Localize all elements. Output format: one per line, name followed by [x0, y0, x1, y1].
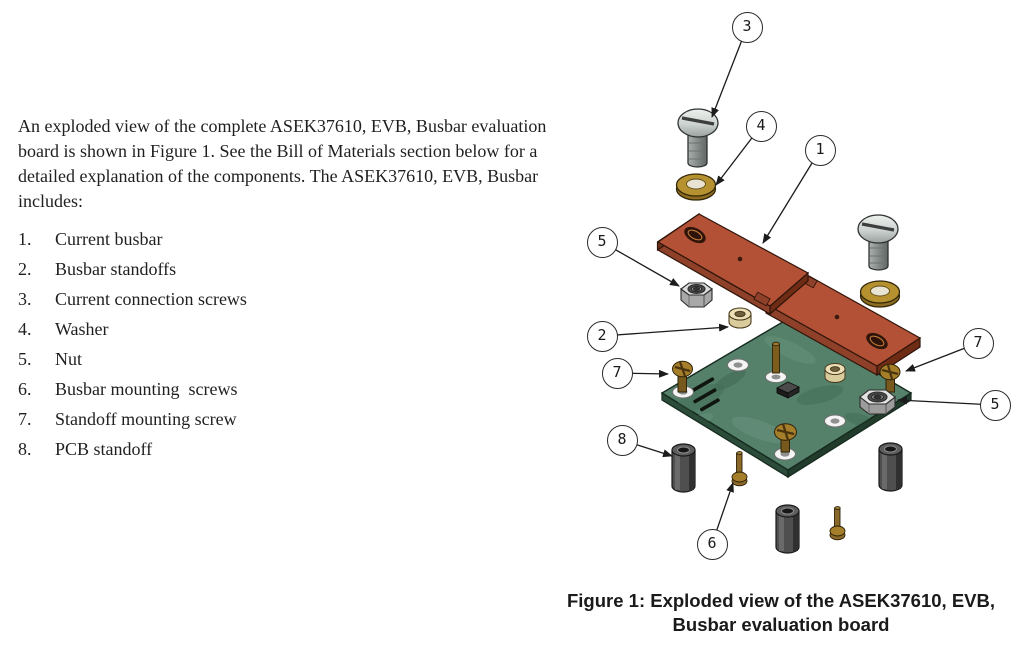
- list-item: 5. Nut: [18, 344, 438, 374]
- list-item-number: 1.: [18, 229, 32, 249]
- list-item: 6. Busbar mounting screws: [18, 374, 438, 404]
- standoff-mounting-screw-left: [672, 360, 693, 393]
- busbar-standoff-free: [728, 307, 752, 329]
- current-busbar: [656, 212, 922, 377]
- current-connection-screw-left: [677, 108, 719, 168]
- list-item-label: Busbar standoffs: [55, 259, 177, 279]
- pcb-standoff-bottom: [775, 504, 800, 554]
- list-item: 7. Standoff mounting screw: [18, 404, 438, 434]
- figure-caption: Figure 1: Exploded view of the ASEK37610…: [566, 590, 995, 635]
- callout-7-left: 7: [601, 357, 633, 389]
- list-item-number: 3.: [18, 289, 32, 309]
- callout-4: 4: [745, 110, 777, 142]
- list-item-label: Current busbar: [55, 229, 163, 249]
- list-item: 1. Current busbar: [18, 224, 438, 254]
- leader-line-5-right: [897, 396, 996, 406]
- list-item-number: 6.: [18, 379, 32, 399]
- pcb-pads: [672, 358, 846, 461]
- list-item-label: PCB standoff: [55, 439, 153, 459]
- standoff-mounting-screw-right: [879, 363, 901, 393]
- callout-7-right: 7: [962, 327, 994, 359]
- busbar-left-half: [656, 212, 810, 316]
- list-item: 3. Current connection screws: [18, 284, 438, 314]
- busbar-standoff-post: [772, 341, 780, 374]
- busbar-mounting-screw-left: [731, 451, 748, 487]
- callout-5-left: 5: [586, 226, 618, 258]
- leader-line-2: [601, 323, 729, 337]
- list-item-label: Washer: [55, 319, 109, 339]
- intro-paragraph: An exploded view of the complete ASEK376…: [18, 116, 547, 211]
- callout-8: 8: [606, 424, 638, 456]
- list-item-number: 8.: [18, 439, 32, 459]
- callout-3: 3: [731, 11, 763, 43]
- list-item-number: 7.: [18, 409, 32, 429]
- nut-free: [680, 282, 713, 308]
- nut-on-pcb: [859, 389, 896, 415]
- pcb-silkscreen: [687, 377, 720, 412]
- current-connection-screw-right: [857, 214, 899, 271]
- leader-line-1: [762, 149, 821, 244]
- sensor-chip: [776, 381, 800, 399]
- callout-1: 1: [804, 134, 836, 166]
- list-item-number: 5.: [18, 349, 32, 369]
- parts-list: 1. Current busbar 2. Busbar standoffs 3.…: [18, 224, 438, 464]
- list-item-number: 4.: [18, 319, 32, 339]
- list-item: 4. Washer: [18, 314, 438, 344]
- callout-6: 6: [696, 528, 728, 560]
- list-item-number: 2.: [18, 259, 32, 279]
- callout-2: 2: [586, 320, 618, 352]
- list-item: 2. Busbar standoffs: [18, 254, 438, 284]
- list-item-label: Busbar mounting screws: [55, 379, 238, 399]
- pcb-standoff-right: [878, 442, 903, 492]
- busbar-standoff-on-pcb: [824, 363, 846, 383]
- list-item-label: Standoff mounting screw: [55, 409, 237, 429]
- washer-right: [859, 280, 901, 308]
- standoff-mounting-screw-bottom: [774, 423, 797, 453]
- washer-left: [675, 173, 717, 201]
- callout-5-right: 5: [979, 389, 1011, 421]
- busbar-mounting-screw-bottom: [829, 506, 846, 541]
- pcb-standoff-left: [671, 443, 696, 493]
- list-item-label: Nut: [55, 349, 82, 369]
- list-item: 8. PCB standoff: [18, 434, 438, 464]
- list-item-label: Current connection screws: [55, 289, 247, 309]
